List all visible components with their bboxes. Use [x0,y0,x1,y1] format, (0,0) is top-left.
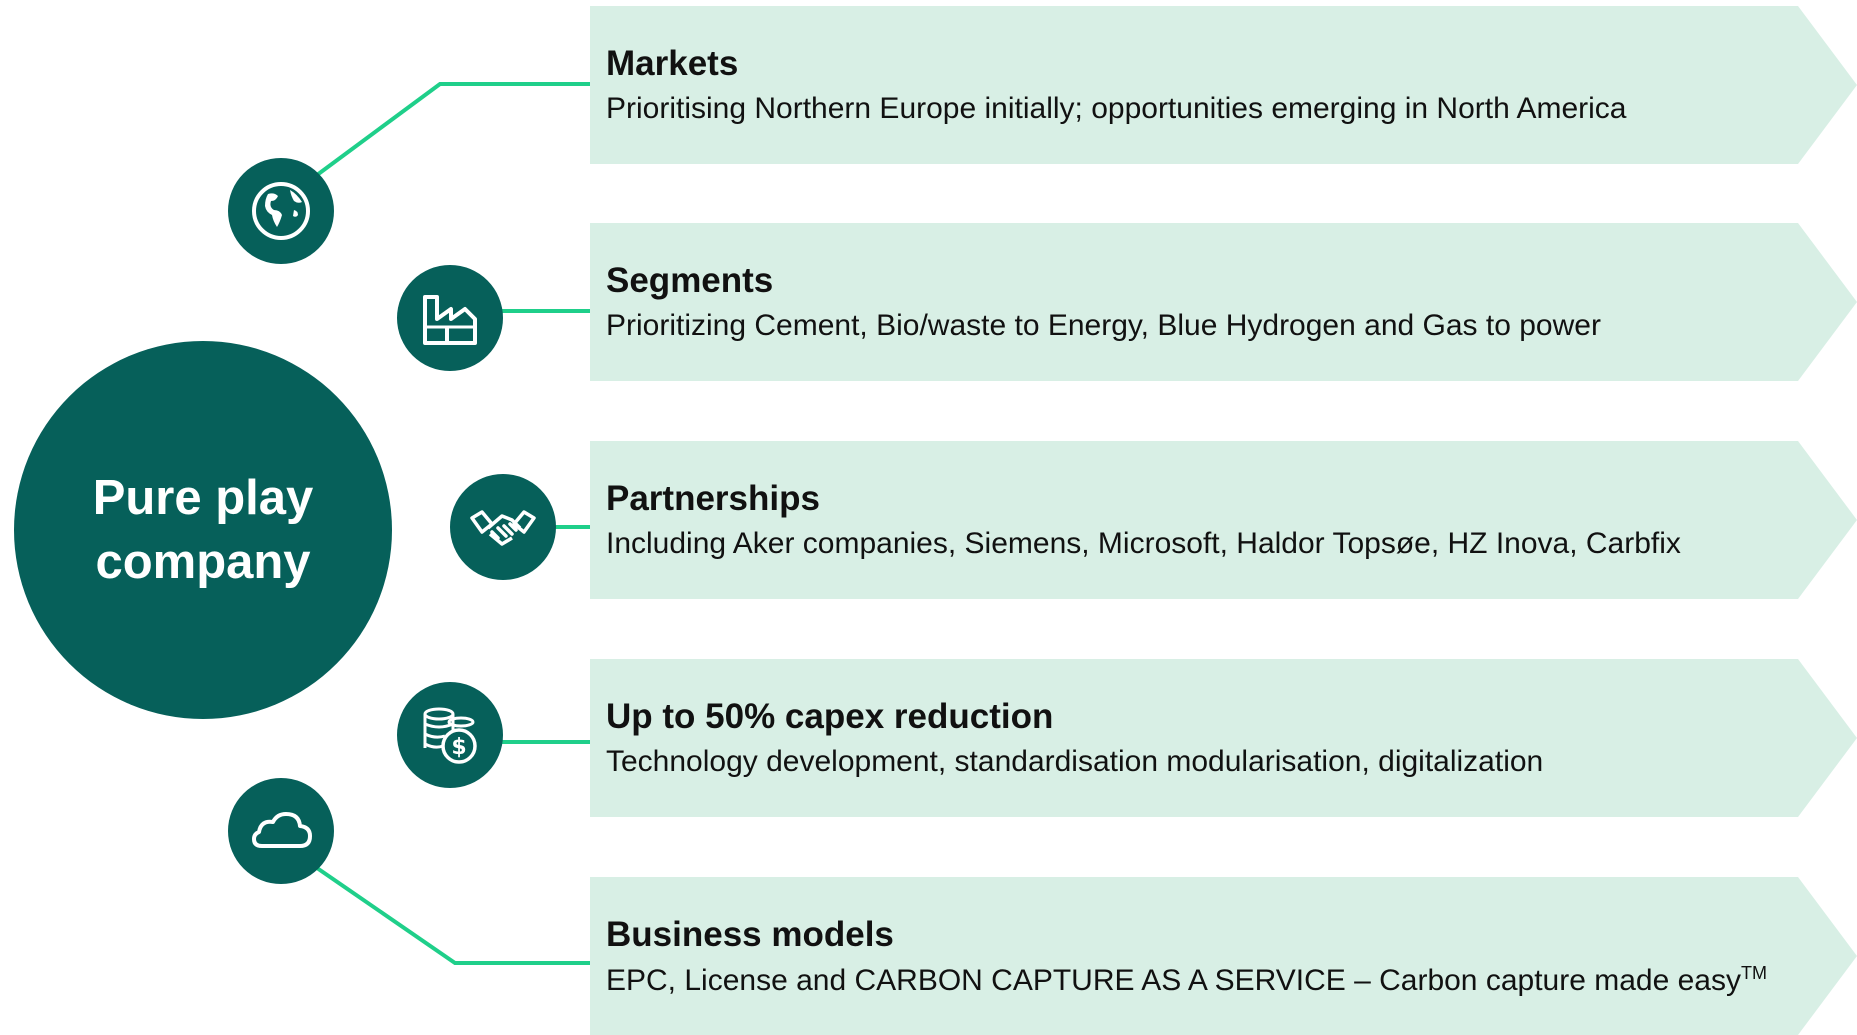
banner-business-models: Business models EPC, License and CARBON … [590,877,1857,1035]
center-label: Pure play company [92,471,314,589]
banner-partnerships: Partnerships Including Aker companies, S… [590,441,1857,599]
banner-markets: Markets Prioritising Northern Europe ini… [590,6,1857,164]
segments-description: Prioritizing Cement, Bio/waste to Energy… [606,309,1601,342]
segments-title: Segments [606,261,774,300]
cloud-icon [228,778,334,884]
center-circle: Pure play company [14,341,392,719]
business-models-description: EPC, License and CARBON CAPTURE AS A SER… [606,964,1741,997]
banner-segments: Segments Prioritizing Cement, Bio/waste … [590,223,1857,381]
coins-dollar-icon: $ [397,682,503,788]
trademark-mark: TM [1740,963,1767,983]
markets-title: Markets [606,44,739,83]
connector-business-models [315,866,590,965]
connector-markets [315,82,590,177]
handshake-icon [450,474,556,580]
svg-text:$: $ [451,735,466,760]
business-models-title: Business models [606,915,894,954]
capex-description: Technology development, standardisation … [606,745,1544,778]
business-models-description-line: EPC, License and CARBON CAPTURE AS A SER… [606,963,1767,998]
partnerships-description: Including Aker companies, Siemens, Micro… [606,527,1681,560]
globe-icon [228,158,334,264]
factory-icon [397,265,503,371]
markets-description: Prioritising Northern Europe initially; … [606,92,1627,125]
partnerships-title: Partnerships [606,479,820,518]
banner-capex-reduction: Up to 50% capex reduction Technology dev… [590,659,1857,817]
capex-title: Up to 50% capex reduction [606,697,1054,736]
